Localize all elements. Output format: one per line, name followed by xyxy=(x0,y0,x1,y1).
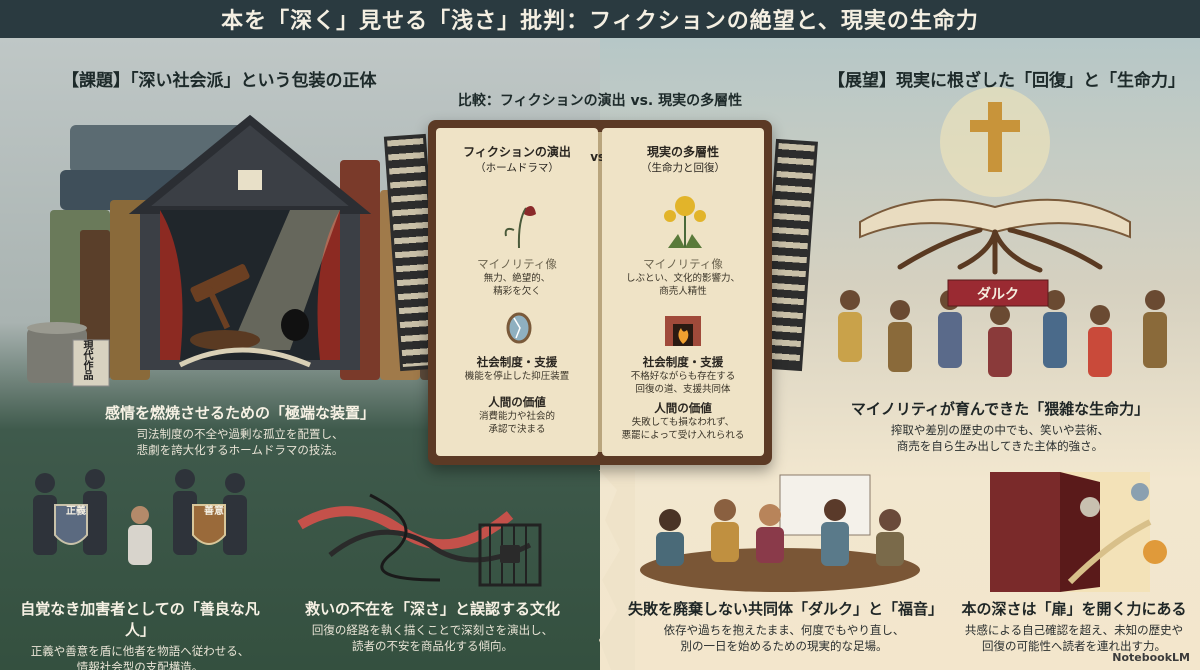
left-column-title: フィクションの演出 （ホームドラマ） xyxy=(436,144,598,176)
left-panel-2: 自覚なき加害者としての「善良な凡人」 正義や善意を盾に他者を物語へ従わせる、 情… xyxy=(10,598,270,670)
left-panel-1-heading: 感情を燃焼させるための「極端な装置」 xyxy=(104,404,375,422)
left-item-human-value-title: 人間の価値 xyxy=(488,395,546,409)
darc-banner: ダルク xyxy=(977,287,1019,303)
left-panel-3-body-1: 回復の経路を執く描くことで深刻さを演出し、 xyxy=(311,623,554,637)
book-page-right: 現実の多層性 （生命力と回復） マイノリティ像 しぶとい、文化的影響力、 商売人… xyxy=(602,128,764,456)
right-panel-2: 失敗を廃棄しない共同体「ダルク」と「福音」 依存や過ちを抱えたまま、何度でもやり… xyxy=(628,598,944,654)
film-can-icon xyxy=(27,322,110,387)
book-roots-cross-illustration xyxy=(859,87,1131,275)
brand-logo: NotebookLM xyxy=(1112,651,1190,664)
right-item-minority: マイノリティ像 しぶとい、文化的影響力、 商売人精性 xyxy=(602,256,764,298)
left-panel-3: 救いの不在を「深さ」と誤認する文化 回復の経路を執く描くことで深刻さを演出し、 … xyxy=(285,598,580,654)
right-panel-3: 本の深さは「扉」を開く力にある 共感による自己確認を超え、未知の歴史や 回復の可… xyxy=(948,598,1200,654)
left-item-minority: マイノリティ像 無力、絶望的、 精彩を欠く xyxy=(436,256,598,298)
left-column-subtitle: （ホームドラマ） xyxy=(475,162,559,174)
dandelion-icon xyxy=(664,196,706,248)
left-item-minority-title: マイノリティ像 xyxy=(477,257,557,271)
left-item-system: 社会制度・支援 機能を停止した抑圧装置 xyxy=(436,354,598,383)
right-item-human-value-title: 人間の価値 xyxy=(654,401,712,415)
comparison-title: 比較：フィクションの演出 vs. 現実の多層性 xyxy=(457,93,743,109)
right-panel-2-body-2: 別の一日を始めるための現実的な足場。 xyxy=(680,639,888,653)
celebrating-crowd-illustration xyxy=(838,279,1167,377)
right-item-system-title: 社会制度・支援 xyxy=(642,355,724,369)
right-panel-2-heading: 失敗を廃棄しない共同体「ダルク」と「福音」 xyxy=(628,600,944,618)
right-item-minority-title: マイノリティ像 xyxy=(643,257,723,271)
right-item-human-value-line-1: 失敗しても損なわれず、 xyxy=(631,417,735,428)
left-item-human-value-line-1: 消費能力や社会的 xyxy=(478,411,555,422)
wilted-flower-icon xyxy=(504,206,536,249)
left-panel-2-body-2: 情報社会型の支配構造。 xyxy=(76,660,204,670)
right-panel-2-body-1: 依存や過ちを抱えたまま、何度でもやり直し、 xyxy=(663,623,905,637)
right-item-minority-line-2: 商売人精性 xyxy=(659,286,707,297)
right-panel-1: マイノリティが育んできた「猥雑な生命力」 搾取や差別の歴史の中でも、笑いや芸術、… xyxy=(800,398,1200,454)
film-can-label: 現代作品 xyxy=(81,340,92,380)
left-panel-1: 感情を燃焼させるための「極端な装置」 司法制度の不全や過剰な孤立を配置し、 悲劇… xyxy=(40,402,440,458)
right-item-human-value: 人間の価値 失敗しても損なわれず、 悪罷によって受け入れられる xyxy=(602,400,764,442)
right-panel-3-body-1: 共感による自己確認を超え、未知の歴史や xyxy=(964,623,1184,637)
right-panel-3-heading: 本の深さは「扉」を開く力にある xyxy=(961,600,1187,618)
shield-label-goodwill: 善意 xyxy=(204,506,224,517)
book-spine xyxy=(598,132,602,452)
left-panel-1-body-2: 悲劇を誇大化するホームドラマの技法。 xyxy=(136,443,344,457)
left-panel-2-heading: 自覚なき加害者としての「善良な凡人」 xyxy=(20,600,260,639)
left-item-system-title: 社会制度・支援 xyxy=(476,355,558,369)
left-item-system-line-1: 機能を停止した抑圧装置 xyxy=(464,371,570,382)
right-section-title: 【展望】現実に根ざした「回復」と「生命力」 xyxy=(828,71,1185,91)
left-section-title: 【課題】「深い社会派」という包装の正体 xyxy=(62,71,377,91)
right-item-human-value-line-2: 悪罷によって受け入れられる xyxy=(621,430,745,441)
right-panel-3-body-2: 回復の可能性へ読者を連れ出す力。 xyxy=(982,639,1166,653)
shield-label-justice: 正義 xyxy=(66,506,86,517)
community-meeting-illustration xyxy=(640,474,920,592)
right-item-system: 社会制度・支援 不格好ながらも存在する 回復の道、支援共同体 xyxy=(602,354,764,396)
crowd-shields-illustration xyxy=(33,469,247,565)
comparison-book: フィクションの演出 （ホームドラマ） マイノリティ像 無力、絶望的、 精彩を欠く… xyxy=(428,120,772,465)
right-item-system-line-1: 不格好ながらも存在する xyxy=(630,371,736,382)
left-item-human-value-line-2: 承認で決まる xyxy=(488,424,546,435)
left-item-minority-line-1: 無力、絶望的、 xyxy=(483,273,551,284)
tangled-ribbon-lock-illustration xyxy=(297,493,542,587)
fireplace-icon xyxy=(665,316,701,346)
left-item-minority-line-2: 精彩を欠く xyxy=(493,286,541,297)
header-bar: 本を「深く」見せる「浅さ」批判：フィクションの絶望と、現実の生命力 xyxy=(0,0,1200,38)
book-page-left: フィクションの演出 （ホームドラマ） マイノリティ像 無力、絶望的、 精彩を欠く… xyxy=(436,128,598,456)
left-column-title-text: フィクションの演出 xyxy=(463,145,571,159)
left-panel-3-heading: 救いの不在を「深さ」と誤認する文化 xyxy=(304,600,560,618)
open-door-illustration xyxy=(990,472,1167,592)
right-panel-1-heading: マイノリティが育んできた「猥雑な生命力」 xyxy=(850,400,1150,418)
left-item-human-value: 人間の価値 消費能力や社会的 承認で決まる xyxy=(436,394,598,436)
right-column-title: 現実の多層性 （生命力と回復） xyxy=(602,144,764,176)
right-column-title-text: 現実の多層性 xyxy=(646,145,719,159)
right-panel-1-body-1: 搾取や差別の歴史の中でも、笑いや芸術、 xyxy=(890,423,1110,437)
broken-mirror-icon xyxy=(506,312,532,344)
right-item-system-line-2: 回復の道、支援共同体 xyxy=(635,384,731,395)
left-panel-1-body-1: 司法制度の不全や過剰な孤立を配置し、 xyxy=(136,427,344,441)
left-panel-2-body-1: 正義や善意を盾に他者を物語へ従わせる、 xyxy=(30,644,250,658)
right-panel-1-body-2: 商売を自ら生み出してきた主体的強さ。 xyxy=(896,439,1104,453)
right-column-subtitle: （生命力と回復） xyxy=(641,162,725,174)
page-title: 本を「深く」見せる「浅さ」批判：フィクションの絶望と、現実の生命力 xyxy=(221,9,979,34)
right-item-minority-line-1: しぶとい、文化的影響力、 xyxy=(625,273,740,284)
left-panel-3-body-2: 読者の不安を商品化する傾向。 xyxy=(352,639,513,653)
